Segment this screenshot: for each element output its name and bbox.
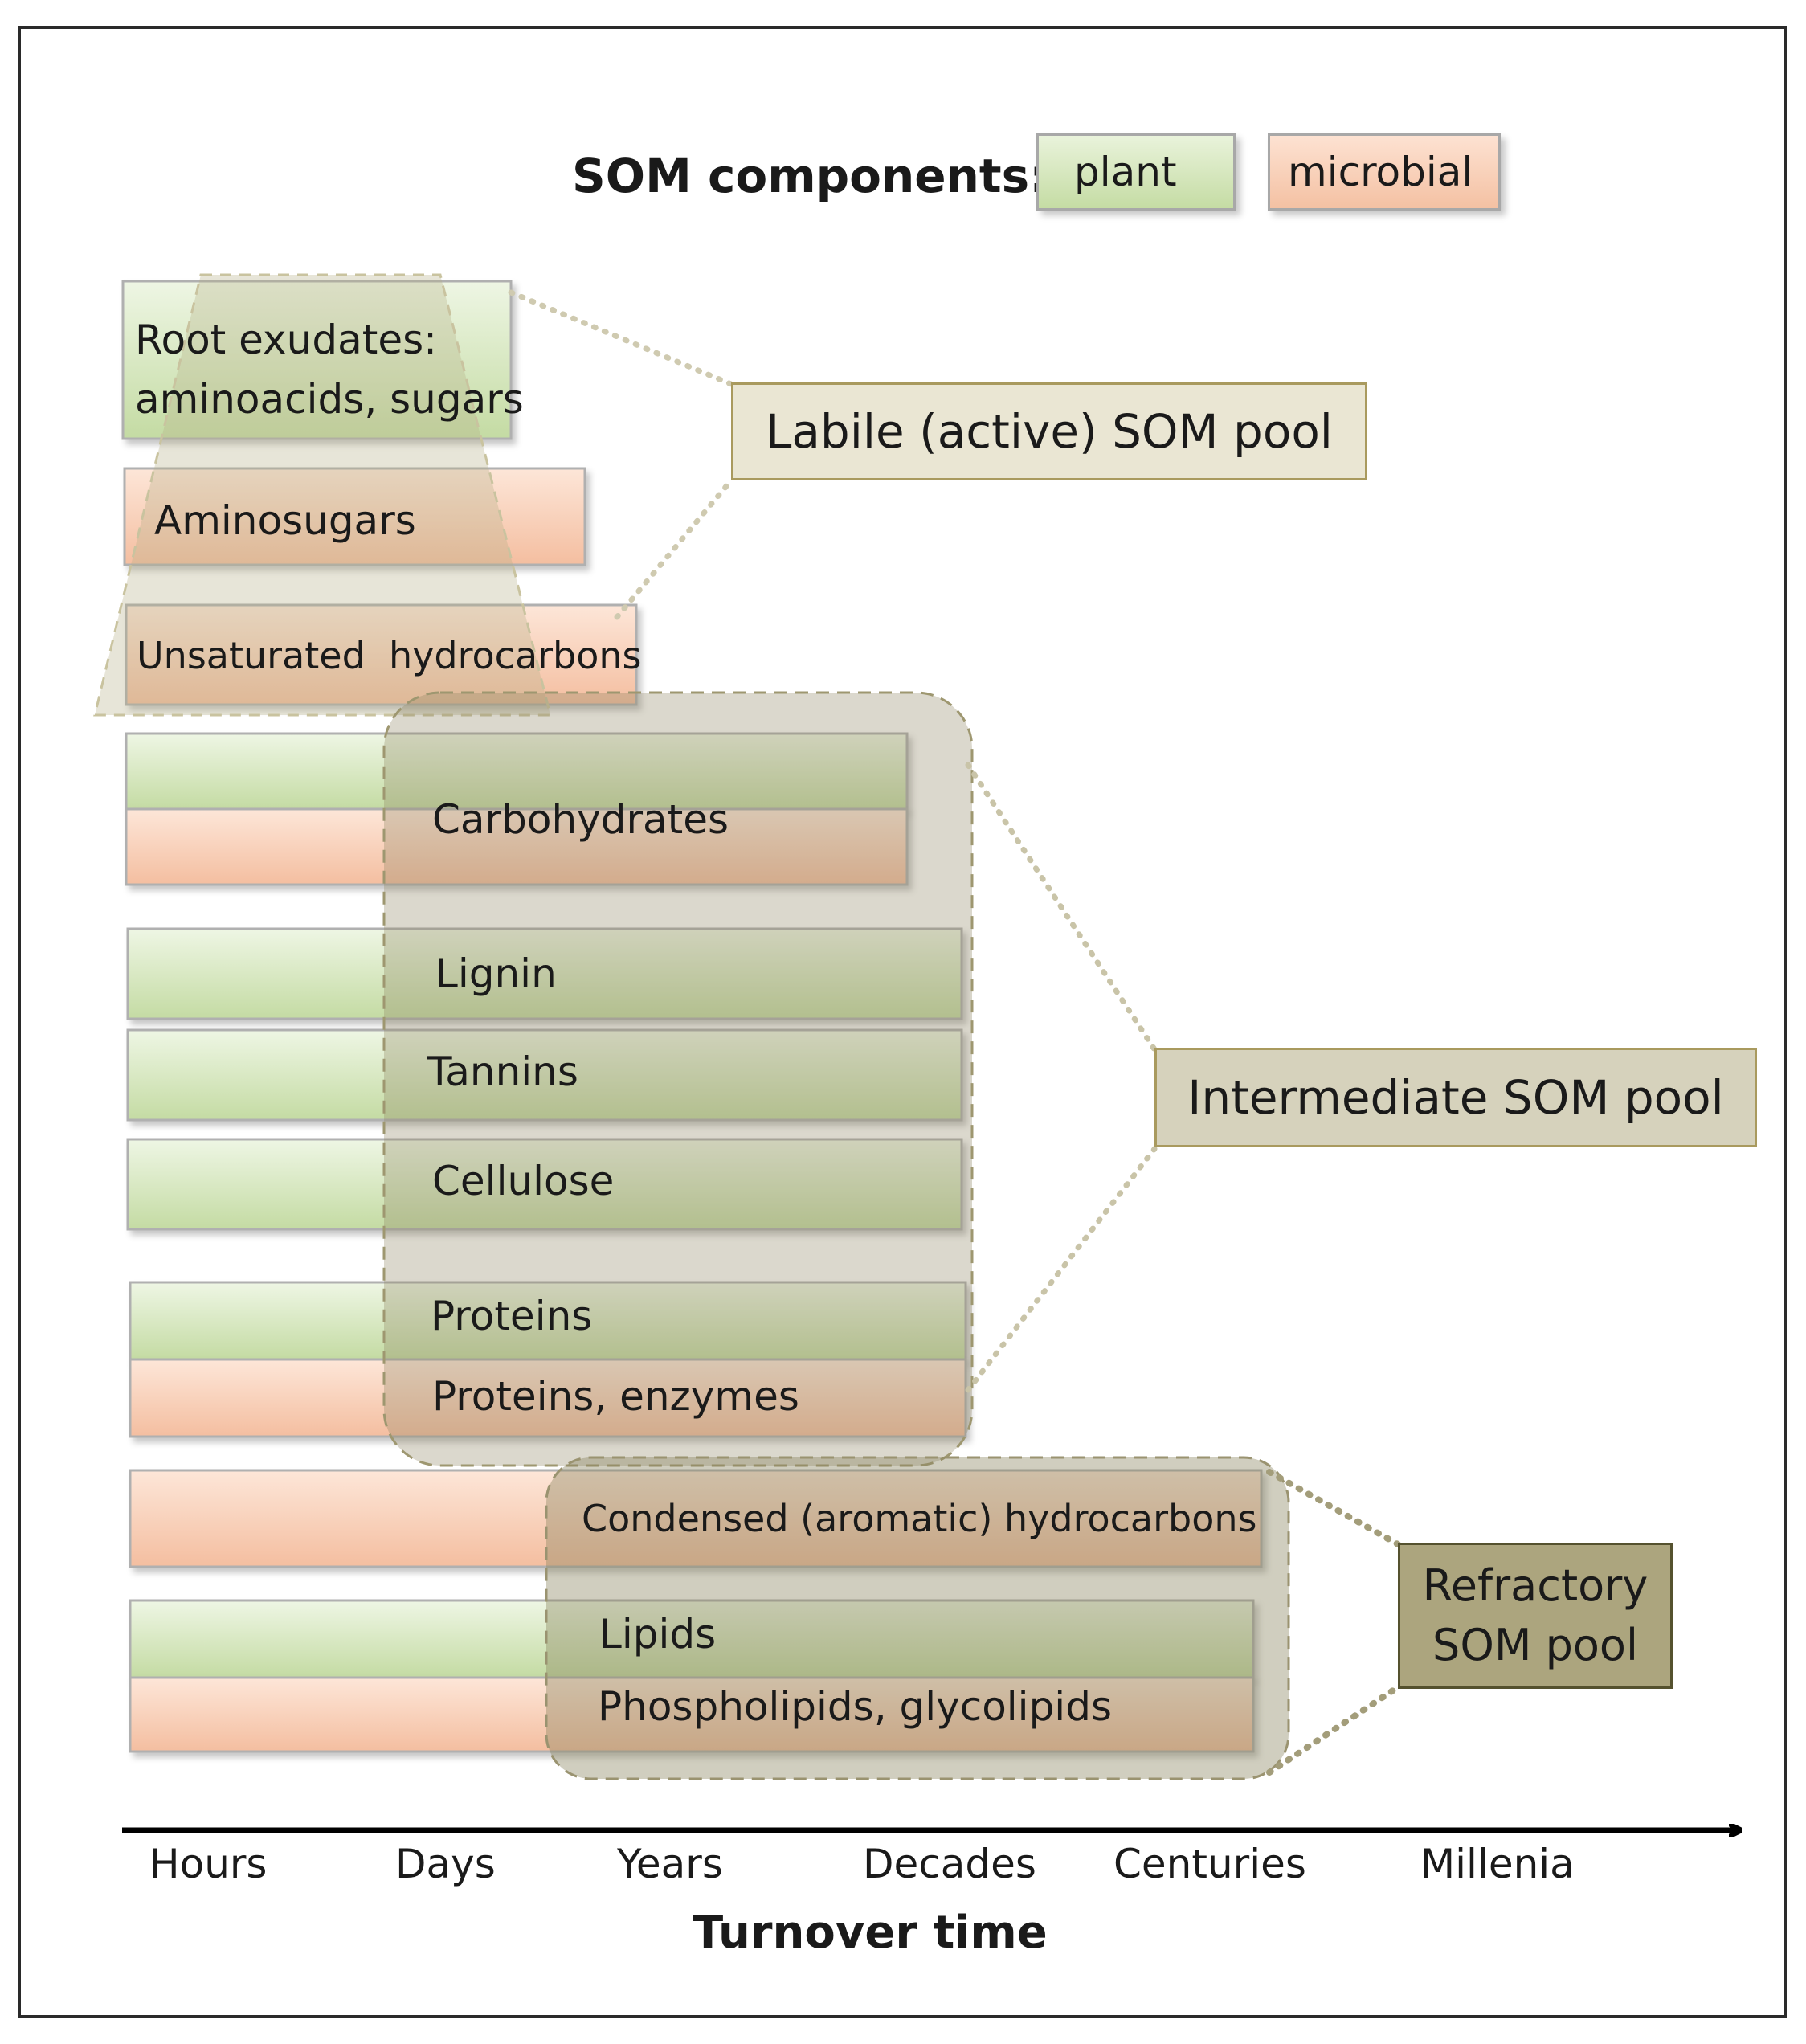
tick-hours: Hours (149, 1841, 268, 1887)
label-root-exudates: Root exudates: aminoacids, sugars (135, 317, 524, 423)
bar-tannins (126, 1028, 963, 1122)
tick-years: Years (617, 1841, 723, 1887)
component-bars (121, 280, 1263, 1753)
bar-proteins (129, 1281, 967, 1361)
label-unsaturated-hydrocarbons: Unsaturated hydrocarbons (137, 634, 642, 677)
intermediate-pool-region (382, 691, 974, 1467)
intermediate-connector-top (965, 762, 1158, 1053)
bar-cellulose (126, 1138, 963, 1231)
tick-millenia: Millenia (1420, 1841, 1575, 1887)
labile-connector-top (508, 289, 734, 387)
tick-centuries: Centuries (1113, 1841, 1306, 1887)
label-tannins: Tannins (427, 1049, 578, 1095)
label-cellulose: Cellulose (432, 1158, 615, 1204)
label-carbohydrates: Carbohydrates (432, 796, 729, 843)
label-lignin: Lignin (435, 950, 557, 997)
label-proteins-enzymes: Proteins, enzymes (432, 1373, 799, 1420)
label-condensed-hydrocarbons: Condensed (aromatic) hydrocarbons (582, 1497, 1257, 1540)
legend-plant-swatch: plant (1036, 133, 1236, 211)
bar-lignin (126, 927, 963, 1020)
legend-plant-label: plant (1074, 149, 1177, 195)
label-phospholipids: Phospholipids, glycolipids (598, 1683, 1112, 1730)
tick-days: Days (395, 1841, 496, 1887)
labile-connector-bottom (614, 477, 734, 620)
labile-pool-box: Labile (active) SOM pool (731, 382, 1367, 480)
legend-title: SOM components: (572, 149, 1048, 203)
labile-pool-trapezoid (93, 273, 552, 717)
bar-condensed-hydrocarbons (129, 1469, 1263, 1568)
bar-phospholipids (129, 1676, 1255, 1753)
pool-overlays (93, 273, 1290, 1780)
bar-unsaturated-hydrocarbons (125, 603, 638, 706)
legend-microbial-swatch: microbial (1268, 133, 1501, 211)
refractory-pool-label-line2: SOM pool (1432, 1620, 1638, 1670)
axis-title: Turnover time (693, 1907, 1048, 1959)
tick-decades: Decades (863, 1841, 1036, 1887)
bar-proteins-enzymes (129, 1358, 967, 1438)
intermediate-pool-label: Intermediate SOM pool (1187, 1070, 1724, 1125)
bar-root-exudates (121, 280, 513, 440)
refractory-pool-region (545, 1456, 1290, 1780)
refractory-pool-box: Refractory SOM pool (1398, 1543, 1673, 1689)
refractory-pool-label-line1: Refractory (1422, 1560, 1649, 1611)
intermediate-connector-bottom (965, 1146, 1158, 1393)
legend-microbial-label: microbial (1288, 149, 1473, 195)
refractory-connector-bottom (1266, 1684, 1401, 1776)
bar-carbohydrates-microbial (125, 807, 909, 886)
labile-pool-label: Labile (active) SOM pool (766, 404, 1333, 459)
connector-lines (508, 289, 1401, 1776)
label-lipids: Lipids (599, 1611, 717, 1658)
refractory-connector-top (1266, 1469, 1401, 1547)
label-aminosugars: Aminosugars (154, 497, 416, 544)
intermediate-pool-box: Intermediate SOM pool (1154, 1048, 1757, 1147)
label-proteins: Proteins (431, 1293, 593, 1339)
